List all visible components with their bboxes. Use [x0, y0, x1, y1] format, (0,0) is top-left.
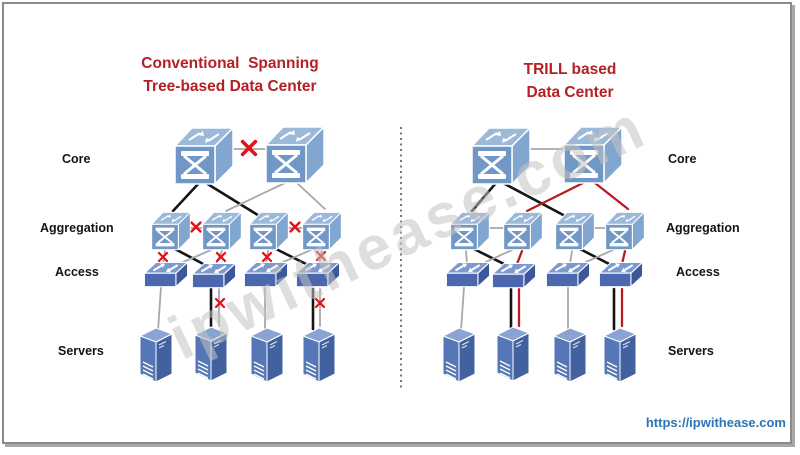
stp-acc-1-access-switch-icon	[143, 261, 189, 288]
trill-agg-3-agg-switch-icon	[554, 211, 596, 251]
trill-link-core1-agg1	[470, 181, 498, 213]
stp-agg-1-agg-switch-icon	[150, 211, 192, 251]
stp-srv-4-server-icon	[302, 327, 336, 383]
stp-link-acc1-srv1	[157, 286, 162, 332]
right-label-core: Core	[668, 152, 697, 166]
trill-agg-4-agg-switch-icon	[604, 211, 646, 251]
stp-link-core1-agg3	[204, 181, 263, 219]
trill-acc-1-access-switch-icon	[445, 261, 491, 288]
stp-core-1-core-switch-icon	[173, 126, 235, 186]
trill-link-agg1-acc1	[465, 250, 468, 265]
trill-link-core2-agg4	[593, 181, 630, 211]
trill-link-acc1-srv1	[460, 286, 465, 332]
left-label-access: Access	[55, 265, 99, 279]
right-label-aggregation: Aggregation	[666, 221, 740, 235]
stp-link-core2-agg2	[225, 181, 288, 212]
left-title-line2: Tree-based Data Center	[143, 78, 317, 95]
stp-agg-4-agg-switch-icon	[301, 211, 343, 251]
blocked-link-x-icon	[240, 139, 258, 157]
trill-agg-1-agg-switch-icon	[449, 211, 491, 251]
trill-link-agg4-acc4	[620, 249, 627, 266]
trill-link-agg3-acc3	[569, 250, 573, 265]
trill-acc-4-access-switch-icon	[598, 261, 644, 288]
trill-nodes	[442, 125, 646, 383]
left-label-core: Core	[62, 152, 91, 166]
trill-link-core2-agg2	[525, 180, 587, 213]
blocked-link-x-icon	[214, 297, 226, 309]
trill-srv-3-server-icon	[553, 327, 587, 383]
trill-srv-2-server-icon	[496, 326, 530, 382]
stp-nodes	[139, 125, 343, 383]
right-title-line2: Data Center	[526, 84, 614, 101]
trill-acc-2-access-switch-icon	[491, 262, 537, 289]
trill-srv-1-server-icon	[442, 327, 476, 383]
right-label-servers: Servers	[668, 344, 714, 358]
right-title-line1: TRILL based	[523, 61, 617, 78]
right-diagram-title: TRILL based Data Center	[480, 58, 660, 104]
stp-acc-3-access-switch-icon	[243, 261, 289, 288]
footer-url-link[interactable]: https://ipwithease.com	[645, 415, 786, 430]
left-label-servers: Servers	[58, 344, 104, 358]
stp-srv-1-server-icon	[139, 327, 173, 383]
blocked-link-x-icon	[289, 221, 301, 233]
stp-agg-2-agg-switch-icon	[201, 211, 243, 251]
left-diagram-title: Conventional Spanning Tree-based Data Ce…	[115, 52, 345, 98]
right-label-access: Access	[676, 265, 720, 279]
trill-srv-4-server-icon	[603, 327, 637, 383]
stp-srv-2-server-icon	[194, 326, 228, 382]
stp-acc-2-access-switch-icon	[191, 262, 237, 289]
trill-link-core1-agg3	[501, 181, 569, 219]
stp-link-core2-agg4	[296, 182, 326, 210]
left-title-line1: Conventional Spanning	[141, 55, 319, 72]
stp-acc-4-access-switch-icon	[295, 261, 341, 288]
stp-agg-3-agg-switch-icon	[248, 211, 290, 251]
trill-agg-2-agg-switch-icon	[502, 211, 544, 251]
left-label-aggregation: Aggregation	[40, 221, 114, 235]
blocked-link-x-icon	[190, 221, 202, 233]
trill-core-2-core-switch-icon	[562, 125, 624, 185]
trill-acc-3-access-switch-icon	[545, 261, 591, 288]
trill-core-1-core-switch-icon	[470, 126, 532, 186]
trill-links	[460, 148, 630, 332]
stp-srv-3-server-icon	[250, 327, 284, 383]
stp-link-core1-agg1	[171, 181, 201, 213]
trill-link-agg2-acc2	[515, 249, 524, 266]
stp-core-2-core-switch-icon	[264, 125, 326, 185]
